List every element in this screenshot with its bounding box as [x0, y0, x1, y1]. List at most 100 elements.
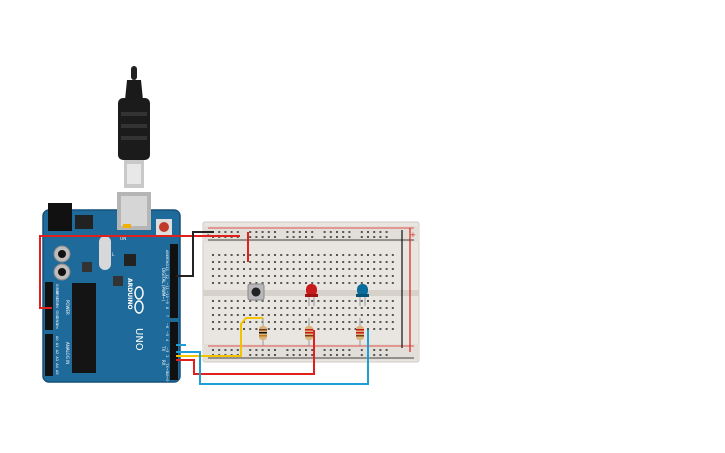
breadboard-hole[interactable]	[379, 354, 382, 356]
breadboard-hole[interactable]	[354, 275, 357, 277]
breadboard-hole[interactable]	[311, 349, 314, 351]
breadboard-hole[interactable]	[267, 354, 270, 356]
breadboard-hole[interactable]	[243, 314, 245, 316]
breadboard-hole[interactable]	[236, 254, 239, 256]
breadboard-hole[interactable]	[342, 231, 345, 233]
resistor-1[interactable]	[259, 318, 267, 346]
breadboard-hole[interactable]	[373, 354, 376, 356]
breadboard-hole[interactable]	[336, 300, 338, 302]
breadboard-hole[interactable]	[243, 261, 245, 263]
breadboard-hole[interactable]	[274, 261, 276, 263]
breadboard-hole[interactable]	[249, 268, 252, 270]
breadboard-hole[interactable]	[311, 254, 314, 256]
breadboard-hole[interactable]	[212, 349, 214, 351]
breadboard-hole[interactable]	[323, 275, 326, 277]
breadboard-hole[interactable]	[261, 268, 264, 270]
breadboard-hole[interactable]	[323, 321, 326, 323]
breadboard-hole[interactable]	[385, 349, 388, 351]
breadboard-hole[interactable]	[243, 328, 245, 330]
breadboard-hole[interactable]	[236, 314, 239, 316]
breadboard-hole[interactable]	[311, 236, 314, 238]
breadboard-hole[interactable]	[224, 328, 227, 330]
breadboard-hole[interactable]	[274, 328, 276, 330]
breadboard-hole[interactable]	[224, 321, 227, 323]
breadboard-hole[interactable]	[336, 354, 338, 356]
breadboard-hole[interactable]	[292, 300, 295, 302]
breadboard-hole[interactable]	[274, 314, 276, 316]
breadboard-hole[interactable]	[373, 268, 376, 270]
breadboard-hole[interactable]	[255, 231, 258, 233]
breadboard-hole[interactable]	[323, 236, 326, 238]
breadboard-hole[interactable]	[255, 349, 258, 351]
breadboard-hole[interactable]	[236, 261, 239, 263]
breadboard-hole[interactable]	[280, 314, 283, 316]
blue-led[interactable]	[356, 284, 369, 306]
breadboard-hole[interactable]	[323, 282, 326, 284]
breadboard-hole[interactable]	[329, 261, 332, 263]
breadboard-hole[interactable]	[261, 261, 264, 263]
breadboard-hole[interactable]	[336, 275, 338, 277]
breadboard-hole[interactable]	[224, 307, 227, 309]
breadboard-hole[interactable]	[317, 254, 320, 256]
breadboard-hole[interactable]	[373, 314, 376, 316]
breadboard-hole[interactable]	[317, 321, 320, 323]
breadboard-hole[interactable]	[373, 231, 376, 233]
breadboard-hole[interactable]	[218, 321, 221, 323]
breadboard-hole[interactable]	[311, 354, 314, 356]
breadboard-hole[interactable]	[298, 307, 301, 309]
breadboard-hole[interactable]	[379, 349, 382, 351]
breadboard-hole[interactable]	[249, 261, 252, 263]
breadboard-hole[interactable]	[286, 275, 289, 277]
breadboard-hole[interactable]	[261, 254, 264, 256]
breadboard-hole[interactable]	[385, 300, 388, 302]
breadboard-hole[interactable]	[274, 307, 276, 309]
breadboard-hole[interactable]	[373, 321, 376, 323]
breadboard-hole[interactable]	[298, 314, 301, 316]
breadboard-hole[interactable]	[249, 349, 252, 351]
breadboard-hole[interactable]	[379, 328, 382, 330]
breadboard-hole[interactable]	[212, 282, 214, 284]
breadboard-hole[interactable]	[305, 321, 307, 323]
breadboard-hole[interactable]	[274, 231, 276, 233]
breadboard-hole[interactable]	[317, 261, 320, 263]
breadboard-hole[interactable]	[317, 314, 320, 316]
breadboard-hole[interactable]	[249, 328, 252, 330]
breadboard-hole[interactable]	[224, 268, 227, 270]
breadboard-hole[interactable]	[385, 321, 388, 323]
breadboard-hole[interactable]	[286, 254, 289, 256]
resistor-3[interactable]	[356, 318, 364, 346]
breadboard-hole[interactable]	[236, 268, 239, 270]
breadboard-hole[interactable]	[373, 254, 376, 256]
breadboard-hole[interactable]	[218, 282, 221, 284]
breadboard-hole[interactable]	[373, 275, 376, 277]
breadboard-hole[interactable]	[317, 282, 320, 284]
breadboard-hole[interactable]	[261, 236, 264, 238]
breadboard-hole[interactable]	[230, 307, 233, 309]
wire-red-led[interactable]	[176, 330, 315, 375]
breadboard-hole[interactable]	[329, 231, 332, 233]
breadboard-hole[interactable]	[212, 321, 214, 323]
breadboard-hole[interactable]	[230, 268, 233, 270]
breadboard-hole[interactable]	[323, 328, 326, 330]
breadboard-hole[interactable]	[261, 275, 264, 277]
breadboard-hole[interactable]	[311, 321, 314, 323]
breadboard-hole[interactable]	[354, 307, 357, 309]
breadboard-hole[interactable]	[348, 354, 351, 356]
breadboard-hole[interactable]	[274, 236, 276, 238]
breadboard-hole[interactable]	[305, 282, 307, 284]
breadboard-hole[interactable]	[298, 321, 301, 323]
breadboard-hole[interactable]	[342, 321, 345, 323]
breadboard-hole[interactable]	[311, 314, 314, 316]
breadboard-hole[interactable]	[360, 254, 363, 256]
breadboard-hole[interactable]	[329, 307, 332, 309]
analog-header[interactable]	[45, 334, 53, 376]
breadboard-hole[interactable]	[230, 282, 233, 284]
breadboard-hole[interactable]	[354, 268, 357, 270]
breadboard-hole[interactable]	[292, 321, 295, 323]
breadboard-hole[interactable]	[280, 321, 283, 323]
breadboard-hole[interactable]	[230, 328, 233, 330]
breadboard-hole[interactable]	[286, 307, 289, 309]
breadboard-hole[interactable]	[391, 328, 394, 330]
breadboard-hole[interactable]	[249, 321, 252, 323]
breadboard-hole[interactable]	[255, 275, 258, 277]
